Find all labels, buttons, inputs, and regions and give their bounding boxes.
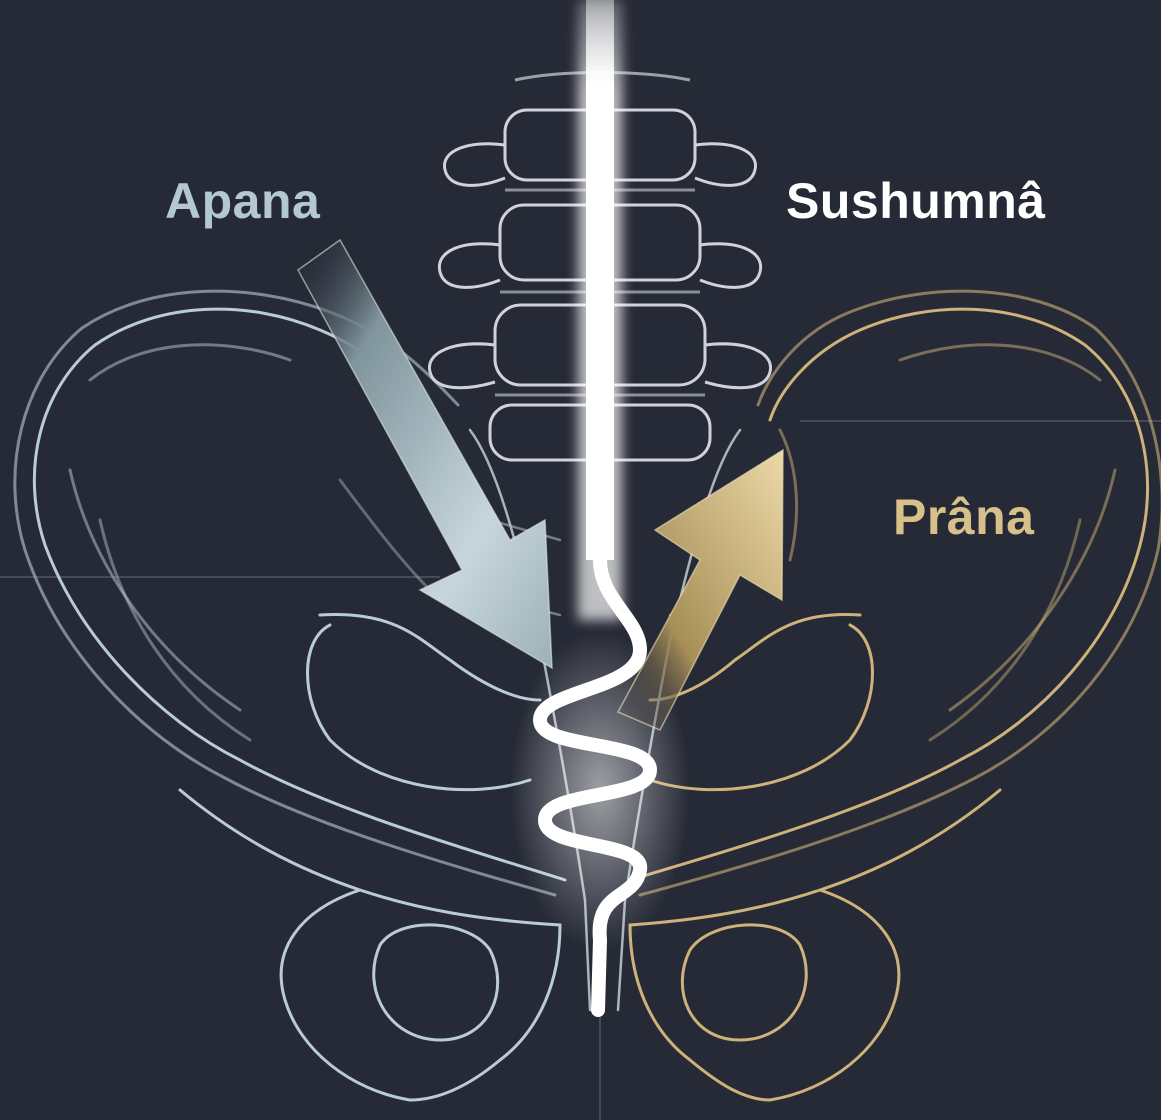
sushumna-channel — [510, 0, 690, 1010]
sushumna-label: Sushumnâ — [786, 172, 1046, 230]
arrow-up-right-icon — [618, 450, 783, 730]
prana-label: Prâna — [893, 488, 1034, 546]
right-hip-bone — [630, 291, 1161, 1100]
arrow-down-right-icon — [298, 240, 552, 668]
apana-label: Apana — [165, 172, 320, 230]
left-hip-bone — [15, 291, 565, 1100]
